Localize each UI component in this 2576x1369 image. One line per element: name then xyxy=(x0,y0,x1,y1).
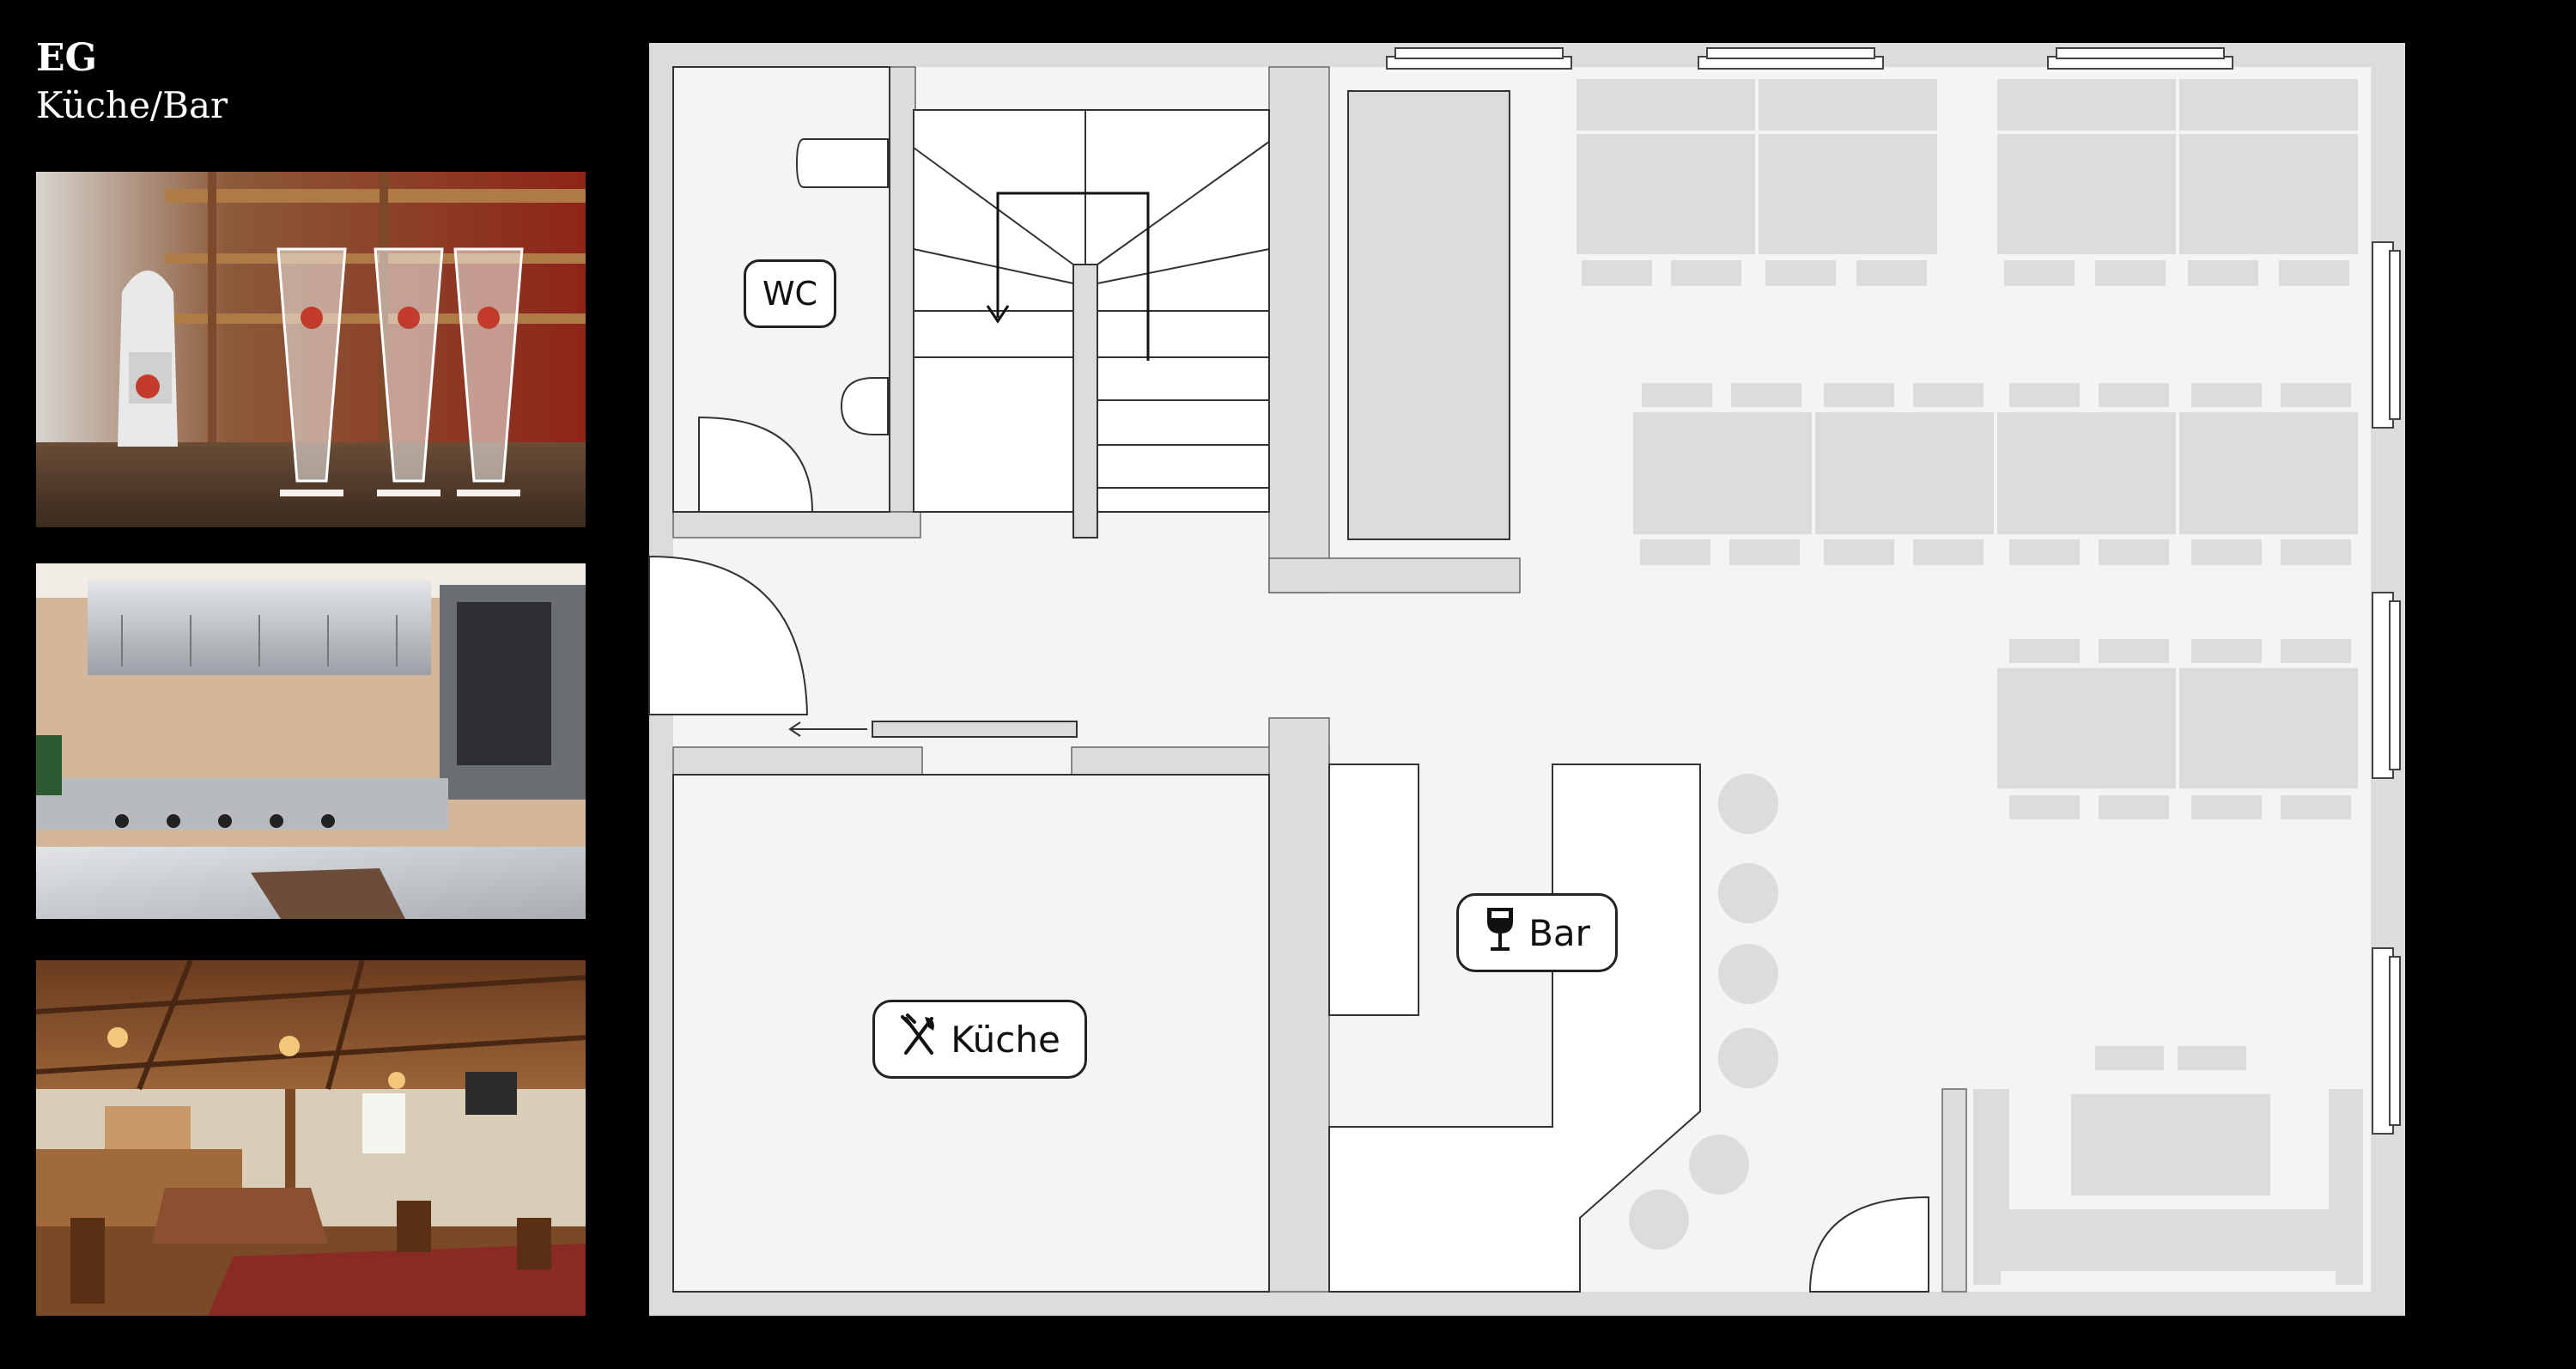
bar-glasses-photo xyxy=(36,172,586,527)
floor-heading: EG Küche/Bar xyxy=(36,34,228,129)
chairs xyxy=(1582,260,2351,1070)
kueche-label: Küche xyxy=(872,1000,1087,1079)
fork-knife-icon xyxy=(899,1013,939,1065)
wc-label: WC xyxy=(744,259,836,328)
wc-label-text: WC xyxy=(762,275,818,313)
staircase xyxy=(913,109,1270,538)
bar-label-text: Bar xyxy=(1528,911,1590,954)
windows xyxy=(1386,47,2401,1135)
kitchen-sliding-door[interactable] xyxy=(872,721,1078,738)
toilet-icon xyxy=(795,138,889,188)
stair-direction-arrow xyxy=(986,305,1010,324)
floor-level: EG xyxy=(36,36,98,80)
long-table xyxy=(1347,90,1510,540)
bar-door[interactable] xyxy=(1808,1196,1929,1293)
floor-subtitle: Küche/Bar xyxy=(36,84,228,126)
bar-stools xyxy=(1629,774,1778,1250)
sink-icon xyxy=(840,377,889,435)
wine-glass-icon xyxy=(1484,904,1516,961)
corner-booth xyxy=(1973,1089,2363,1285)
bar-label: Bar xyxy=(1456,893,1618,972)
interior-walls xyxy=(672,66,1967,1293)
dining-room-photo xyxy=(36,960,586,1316)
dining-tables xyxy=(1573,76,2361,792)
wc-door[interactable] xyxy=(698,416,814,513)
entrance-door[interactable] xyxy=(648,555,809,715)
kitchen-photo xyxy=(36,563,586,919)
kueche-label-text: Küche xyxy=(951,1018,1060,1061)
